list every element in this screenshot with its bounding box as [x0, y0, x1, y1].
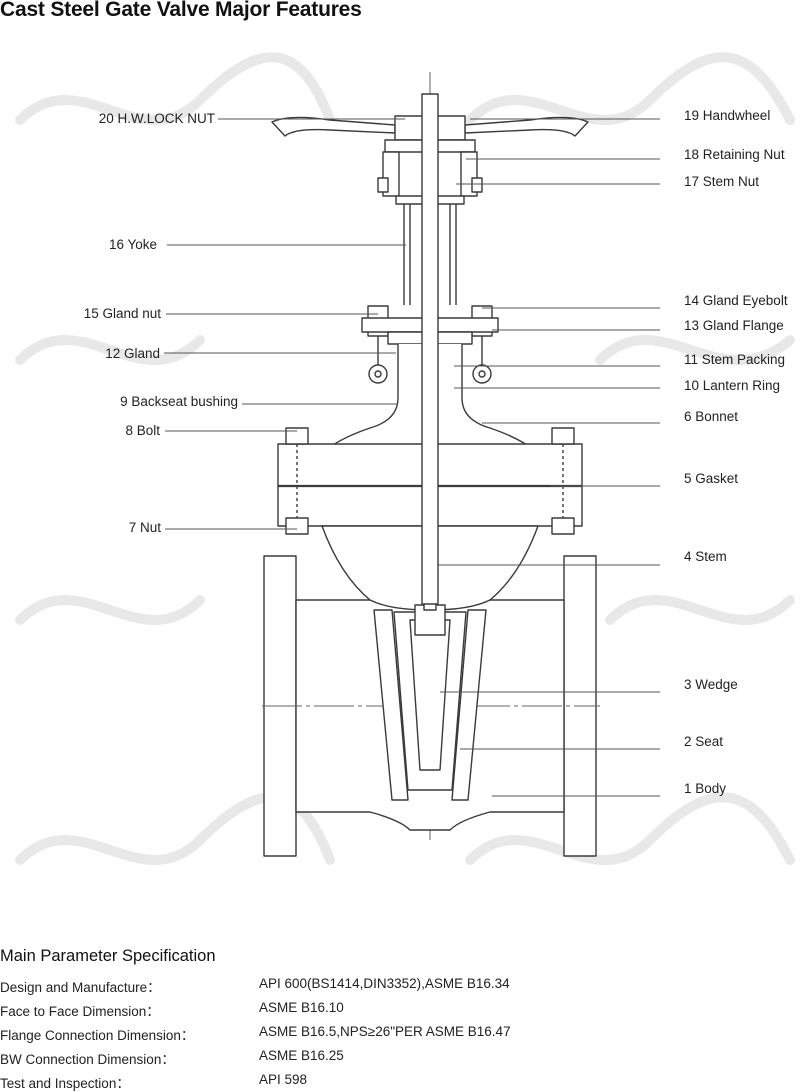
- label-stem-packing: 11 Stem Packing: [684, 352, 786, 367]
- spec-key: Face to Face Dimension：: [0, 1004, 160, 1019]
- label-wedge: 3 Wedge: [684, 677, 738, 692]
- label-backseat-bushing: 9 Backseat bushing: [120, 394, 238, 409]
- spec-row: BW Connection Dimension： ASME B16.25: [0, 1048, 800, 1068]
- bolt-shapes: [285, 427, 575, 535]
- label-lantern-ring: 10 Lantern Ring: [684, 378, 781, 393]
- spec-value: API 600(BS1414,DIN3352),ASME B16.34: [259, 976, 510, 991]
- label-stem-nut: 17 Stem Nut: [684, 174, 760, 189]
- spec-row: Design and Manufacture： API 600(BS1414,D…: [0, 976, 800, 996]
- spec-value: API 598: [259, 1072, 308, 1087]
- spec-row: Flange Connection Dimension： ASME B16.5,…: [0, 1024, 800, 1044]
- label-retaining-nut: 18 Retaining Nut: [684, 147, 785, 162]
- spec-key: Test and Inspection：: [0, 1076, 130, 1091]
- yoke-shape: [403, 204, 457, 305]
- label-body: 1 Body: [684, 781, 727, 796]
- stem-shape: [421, 93, 439, 605]
- spec-row: Face to Face Dimension： ASME B16.10: [0, 1000, 800, 1020]
- label-nut: 7 Nut: [128, 520, 161, 535]
- spec-key: Flange Connection Dimension：: [0, 1028, 195, 1043]
- label-stem: 4 Stem: [684, 549, 727, 564]
- spec-value: ASME B16.25: [259, 1048, 344, 1063]
- label-hw-lock-nut: 20 H.W.LOCK NUT: [98, 111, 215, 126]
- label-gland: 12 Gland: [105, 346, 160, 361]
- label-gland-nut: 15 Gland nut: [83, 306, 161, 321]
- spec-row: Test and Inspection： API 598: [0, 1072, 800, 1092]
- label-bonnet: 6 Bonnet: [684, 409, 739, 424]
- spec-value: ASME B16.5,NPS≥26"PER ASME B16.47: [259, 1024, 511, 1039]
- label-gland-flange: 13 Gland Flange: [684, 318, 784, 333]
- label-yoke: 16 Yoke: [108, 237, 157, 252]
- seat-shapes: [373, 609, 487, 801]
- spec-key: Design and Manufacture：: [0, 980, 161, 995]
- page-title: Cast Steel Gate Valve Major Features: [0, 0, 362, 21]
- leader-lines: [164, 118, 660, 797]
- label-handwheel: 19 Handwheel: [684, 108, 771, 123]
- label-gland-eyebolt: 14 Gland Eyebolt: [684, 293, 788, 308]
- spec-key: BW Connection Dimension：: [0, 1052, 175, 1067]
- spec-value: ASME B16.10: [259, 1000, 344, 1015]
- valve-drawing: [15, 52, 795, 865]
- label-seat: 2 Seat: [684, 734, 724, 749]
- label-bolt: 8 Bolt: [125, 423, 160, 438]
- spec-title: Main Parameter Specification: [0, 947, 216, 965]
- label-gasket: 5 Gasket: [684, 471, 739, 486]
